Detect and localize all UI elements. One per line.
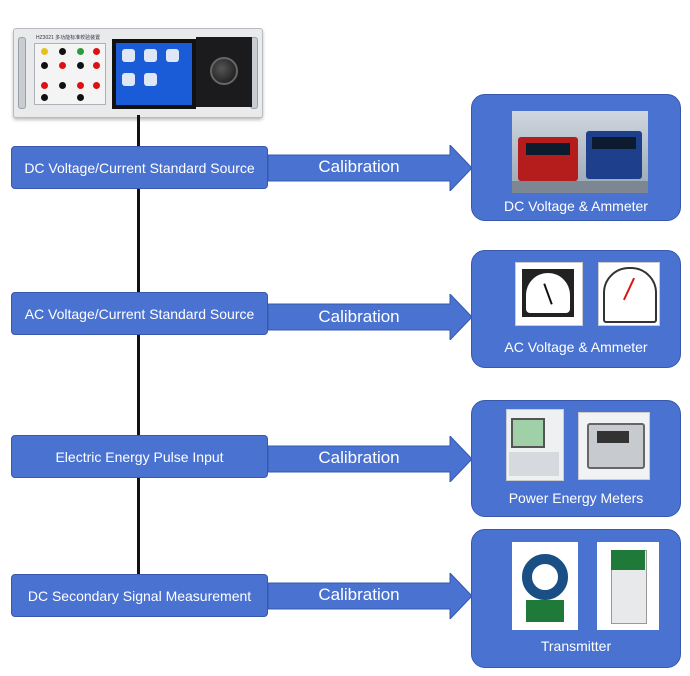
- transmitter-photo-2: [597, 542, 659, 630]
- target-box-ac-meters: AC Voltage & Ammeter: [471, 250, 681, 368]
- arrow-label-1: Calibration: [318, 157, 400, 176]
- dc-meter-photo: [512, 111, 648, 193]
- target-box-energy-meters: Power Energy Meters: [471, 400, 681, 517]
- arrow-label-2: Calibration: [318, 307, 400, 326]
- calibration-arrow-1: [268, 145, 472, 191]
- target-label-1: DC Voltage & Ammeter: [504, 198, 648, 214]
- source-box-dc-secondary: DC Secondary Signal Measurement: [11, 574, 268, 617]
- connection-line: [137, 115, 140, 580]
- calibration-arrow-2: [268, 294, 472, 340]
- rotary-knob-icon: [210, 57, 238, 85]
- calibration-arrow-4: [268, 573, 472, 619]
- arrow-label-4: Calibration: [318, 585, 400, 604]
- ac-ammeter-photo: [515, 262, 583, 326]
- calibrator-device-image: HZ3021 多功能标准校验装置: [13, 28, 263, 118]
- transmitter-photo-1: [512, 542, 578, 630]
- device-terminal-panel: [34, 43, 106, 105]
- device-touch-screen: [112, 39, 196, 109]
- energy-meter-photo-1: [506, 409, 564, 481]
- target-box-dc-meters: DC Voltage & Ammeter: [471, 94, 681, 221]
- target-label-2: AC Voltage & Ammeter: [504, 339, 648, 355]
- target-box-transmitter: Transmitter: [471, 529, 681, 668]
- device-control-area: [196, 37, 252, 107]
- target-label-3: Power Energy Meters: [508, 490, 644, 506]
- calibration-arrow-3: [268, 436, 472, 482]
- target-label-4: Transmitter: [540, 638, 612, 654]
- source-box-pulse: Electric Energy Pulse Input: [11, 435, 268, 478]
- device-model-label: HZ3021 多功能标准校验装置: [36, 35, 101, 41]
- energy-meter-photo-2: [578, 412, 650, 480]
- arrow-label-3: Calibration: [318, 448, 400, 467]
- ac-voltmeter-photo: [598, 262, 660, 326]
- source-box-ac: AC Voltage/Current Standard Source: [11, 292, 268, 335]
- device-left-handle: [18, 37, 26, 109]
- source-box-dc: DC Voltage/Current Standard Source: [11, 146, 268, 189]
